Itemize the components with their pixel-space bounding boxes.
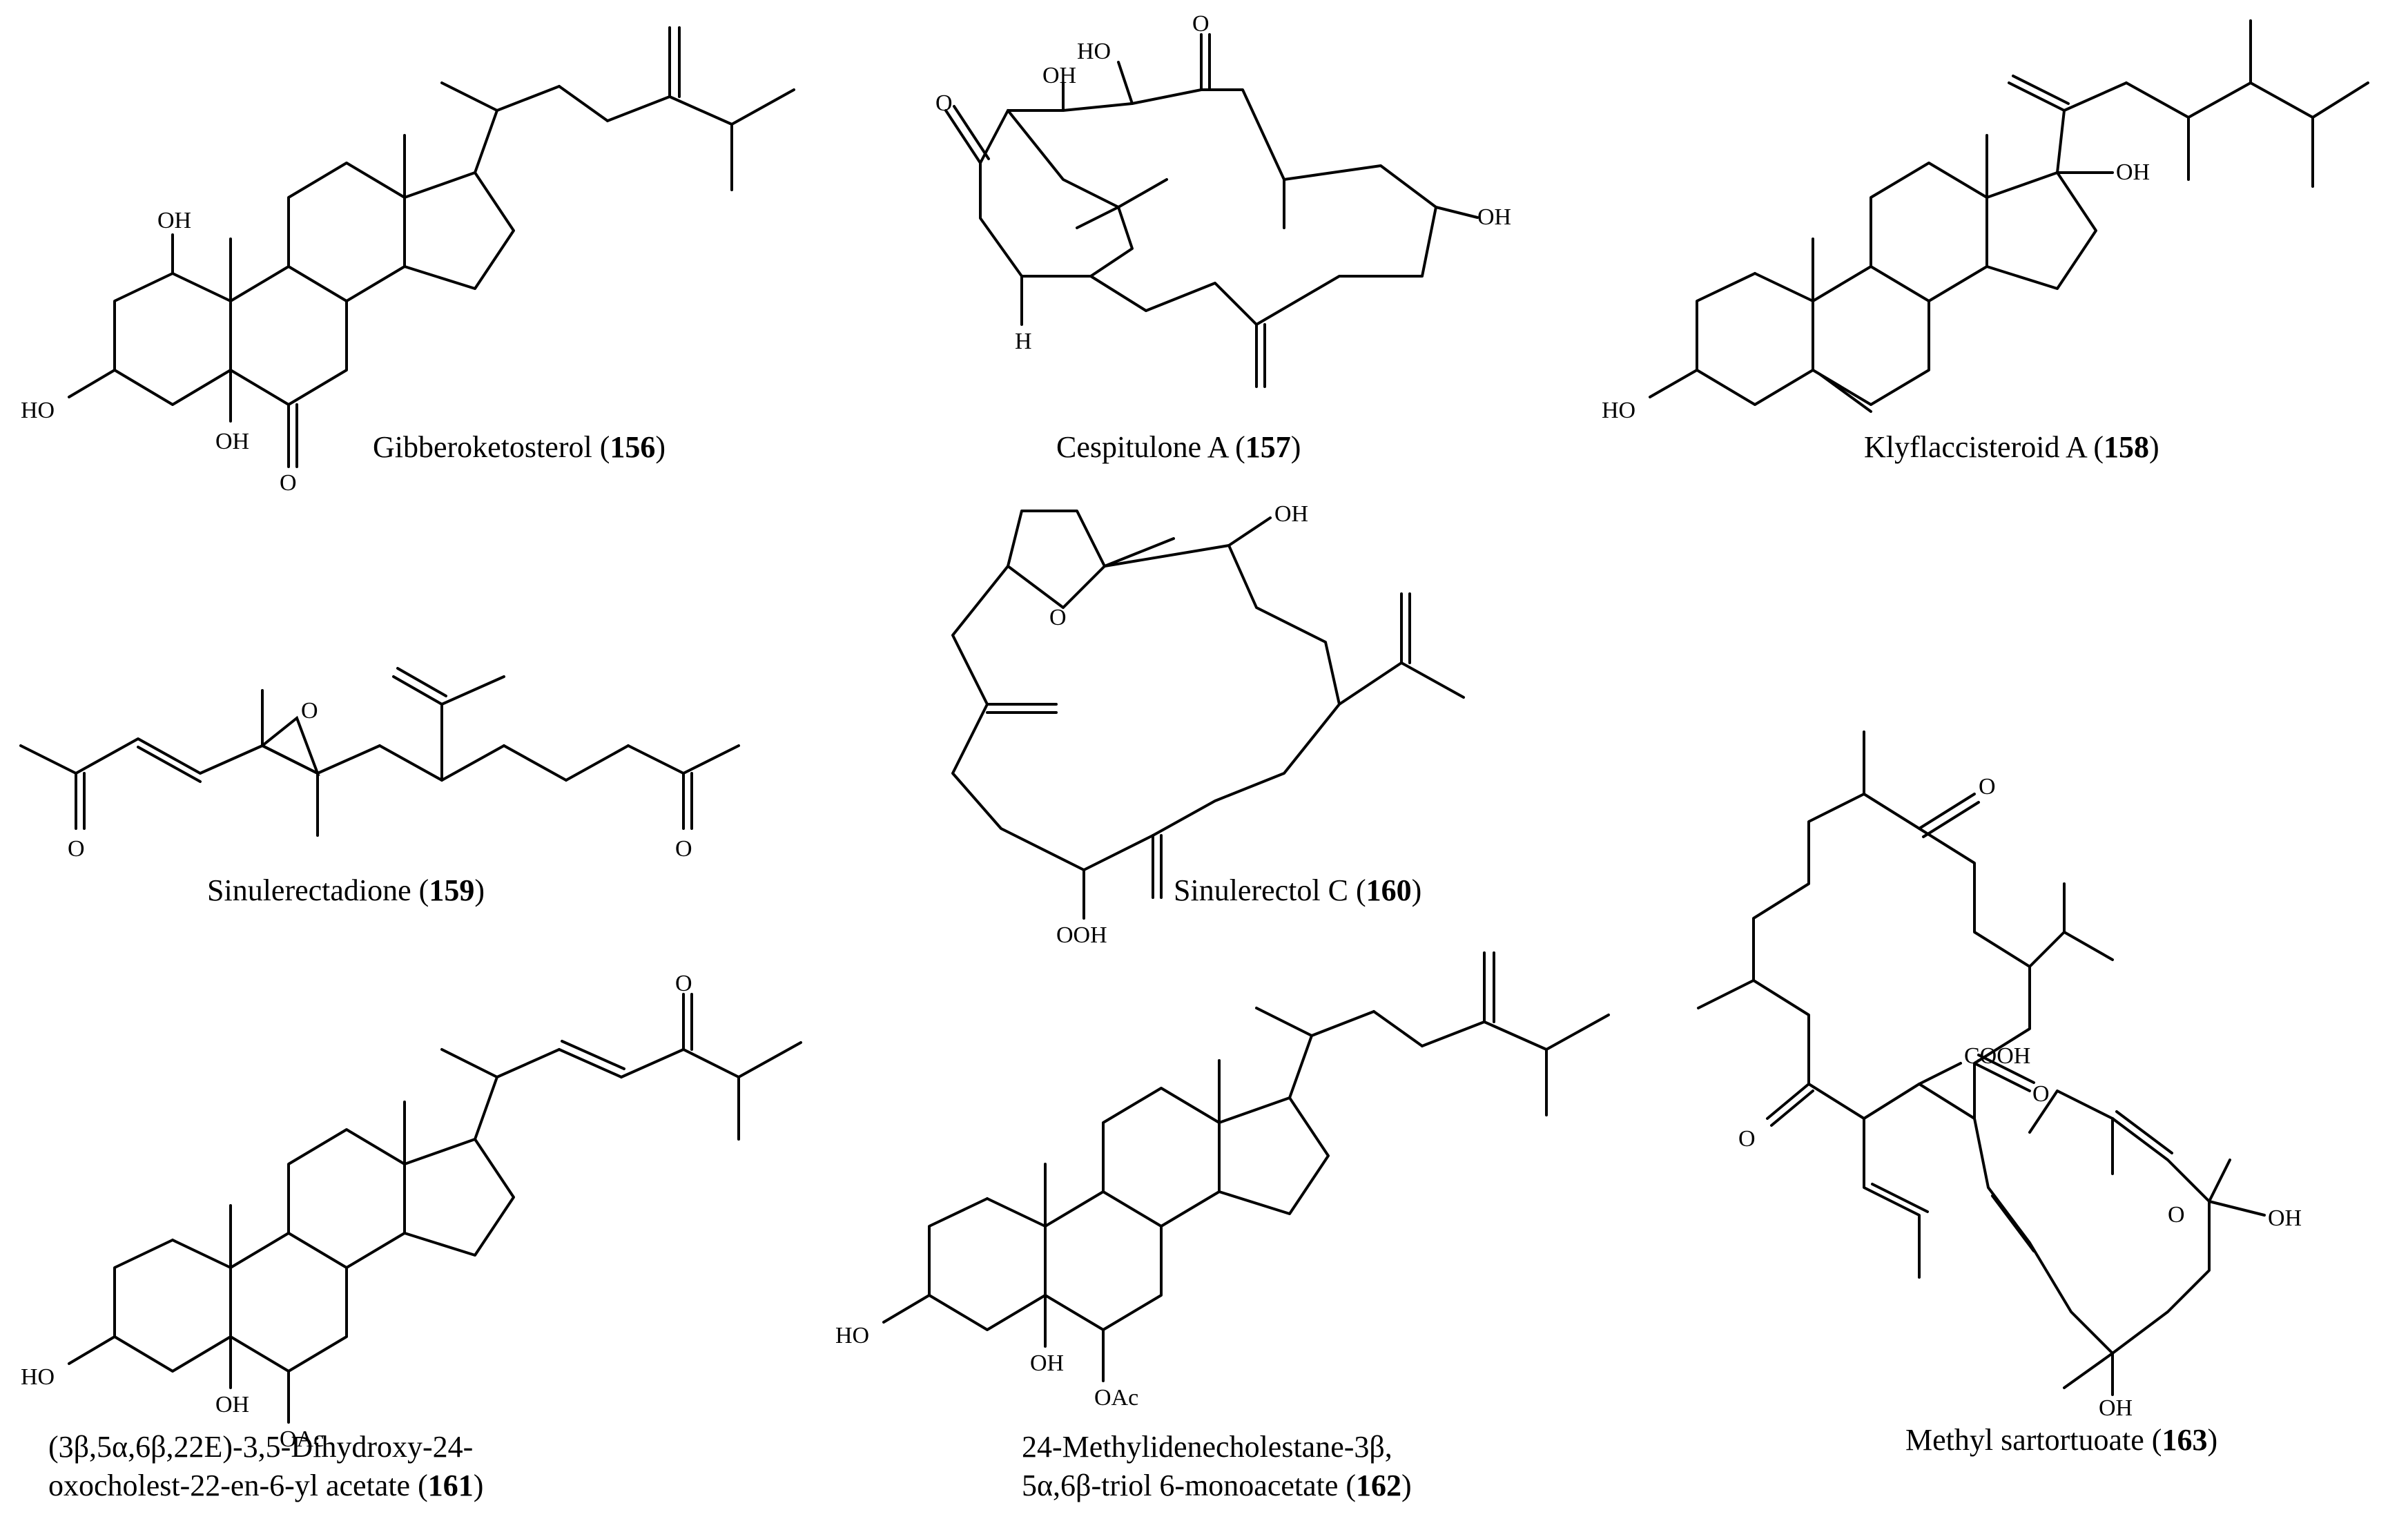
caption-157: Cespitulone A (157)	[1056, 430, 1301, 464]
svg-text:OH: OH	[1477, 204, 1511, 230]
svg-text:O: O	[1979, 774, 1996, 800]
svg-text:O: O	[2032, 1081, 2050, 1107]
svg-text:OH: OH	[1274, 501, 1308, 527]
svg-text:OH: OH	[2099, 1395, 2133, 1421]
caption-161-line1: (3β,5α,6β,22E)-3,5-Dihydroxy-24-	[48, 1430, 474, 1464]
svg-text:OH: OH	[215, 1392, 249, 1417]
svg-text:OH: OH	[215, 429, 249, 454]
svg-text:OH: OH	[2268, 1205, 2302, 1231]
svg-text:HO: HO	[1602, 398, 1635, 423]
svg-text:O: O	[675, 836, 692, 862]
svg-text:O: O	[935, 90, 953, 116]
caption-162-line1: 24-Methylidenecholestane-3β,	[1022, 1430, 1392, 1464]
caption-160: Sinulerectol C (160)	[1174, 873, 1422, 907]
svg-text:O: O	[1738, 1126, 1756, 1152]
svg-text:O: O	[1049, 605, 1067, 630]
caption-156: Gibberoketosterol (156)	[373, 430, 666, 464]
structure-163: O O O COOH OH O OH	[1697, 730, 2302, 1421]
structure-161: HO OH OAc O	[21, 971, 802, 1452]
structure-157: O O OH HO OH H	[935, 11, 1511, 388]
svg-text:OH: OH	[1030, 1350, 1064, 1376]
structure-158: HO OH	[1602, 19, 2369, 423]
svg-text:HO: HO	[21, 1364, 55, 1390]
svg-text:O: O	[68, 836, 85, 862]
svg-text:O: O	[675, 971, 692, 996]
svg-text:O: O	[301, 698, 318, 724]
svg-text:HO: HO	[835, 1323, 869, 1348]
svg-text:O: O	[2168, 1202, 2185, 1228]
caption-161: (3β,5α,6β,22E)-3,5-Dihydroxy-24- oxochol…	[48, 1428, 483, 1505]
svg-text:HO: HO	[21, 398, 55, 423]
svg-text:O: O	[1192, 11, 1210, 37]
svg-text:OAc: OAc	[1094, 1385, 1138, 1411]
svg-text:OOH: OOH	[1056, 922, 1107, 948]
caption-161-line2: oxocholest-22-en-6-yl acetate (161)	[48, 1469, 484, 1502]
structure-162: HO OH OAc	[835, 951, 1610, 1411]
svg-text:HO: HO	[1077, 39, 1111, 64]
caption-162: 24-Methylidenecholestane-3β, 5α,6β-triol…	[1022, 1428, 1412, 1505]
structure-159: O O O	[19, 667, 740, 862]
caption-162-line2: 5α,6β-triol 6-monoacetate (162)	[1022, 1469, 1412, 1502]
caption-159: Sinulerectadione (159)	[207, 873, 485, 907]
structure-160: O OH OOH	[951, 501, 1465, 948]
svg-text:COOH: COOH	[1964, 1043, 2030, 1069]
svg-text:OH: OH	[157, 208, 191, 233]
svg-text:H: H	[1015, 329, 1032, 354]
caption-158: Klyflaccisteroid A (158)	[1864, 430, 2159, 464]
svg-text:OH: OH	[1042, 63, 1076, 88]
svg-text:OH: OH	[2116, 159, 2150, 185]
caption-163: Methyl sartortuoate (163)	[1905, 1423, 2218, 1457]
svg-text:OAc: OAc	[280, 1426, 324, 1452]
structure-156: HO OH OH O	[21, 26, 795, 496]
svg-text:O: O	[280, 470, 297, 496]
